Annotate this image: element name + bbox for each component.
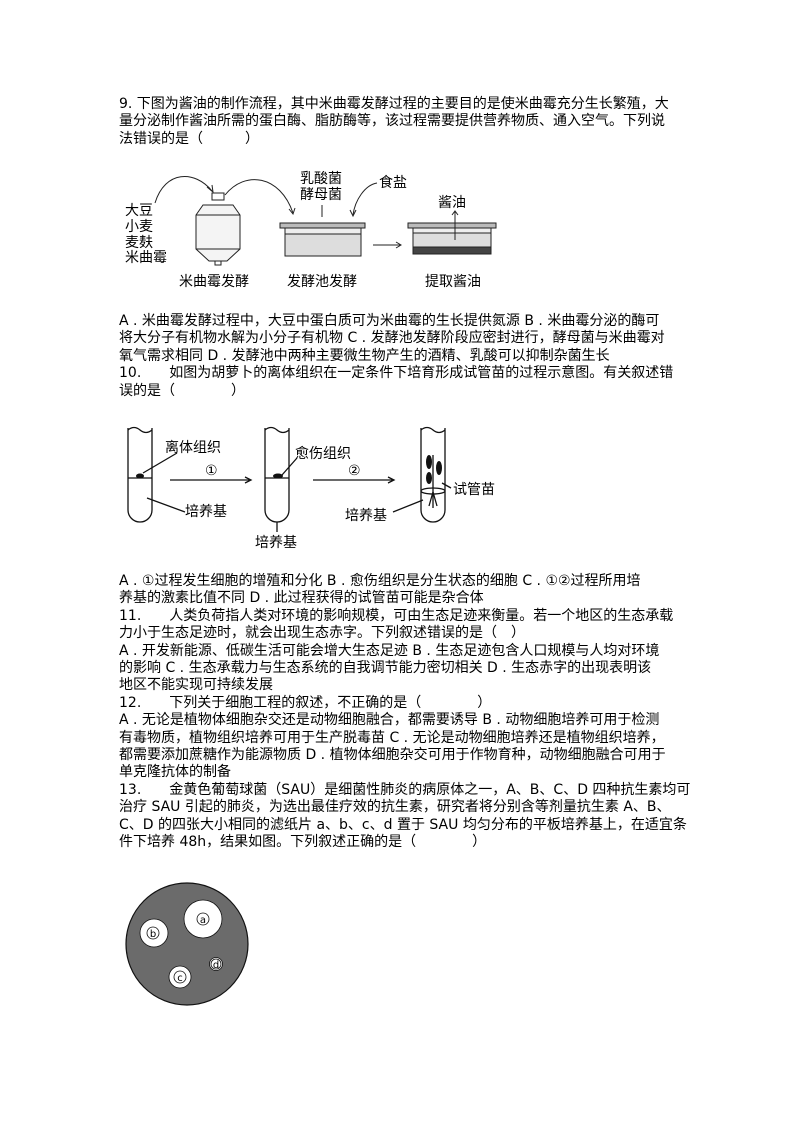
salt-label: 食盐	[379, 174, 407, 191]
question-10-stem: 10. 如图为胡萝卜的离体组织在一定条件下培育形成试管苗的过程示意图。有关叙述错	[119, 365, 674, 382]
question-12: 12. 下列关于细胞工程的叙述，不正确的是（ ）	[119, 694, 492, 711]
disc-d-label: d	[213, 960, 219, 971]
inhibition-zone-a	[183, 899, 223, 939]
callus-label: 愈伤组织	[295, 446, 351, 462]
soy-sauce-process-figure: 大豆 小麦 麦麸 米曲霉 乳酸菌 酵母菌 食盐 酱油 米曲霉发酵 发酵池发酵 提…	[125, 171, 497, 290]
question-9-stem: 9. 下图为酱油的制作流程，其中米曲霉发酵过程的主要目的是使米曲霉充分生长繁殖，…	[119, 96, 669, 147]
inhibition-zone-b	[139, 918, 169, 948]
medium-label: 培养基	[345, 507, 387, 524]
explant-label: 离体组织	[165, 439, 221, 456]
input-label: 米曲霉	[125, 250, 167, 266]
petri-plate-figure: a b c d	[125, 882, 249, 1006]
question-13: 13. 金黄色葡萄球菌（SAU）是细菌性肺炎的病原体之一，A、B、C、D 四种抗…	[119, 781, 691, 798]
questions-10-13-text: A . ①过程发生细胞的增殖和分化 B . 愈伤组织是分生状态的细胞 C . ①…	[119, 573, 699, 852]
question-10-options: A . ①过程发生细胞的增殖和分化 B . 愈伤组织是分生状态的细胞 C . ①…	[119, 573, 641, 589]
plantlet-label: 试管苗	[453, 482, 495, 498]
plate	[125, 882, 249, 1006]
input-label: 小麦	[125, 219, 153, 235]
microbe-label: 乳酸菌	[300, 171, 342, 187]
step-2-label: ②	[348, 463, 361, 479]
medium-label: 培养基	[255, 534, 297, 551]
stage-label: 提取酱油	[425, 274, 481, 290]
product-label: 酱油	[438, 195, 466, 211]
question-9-options: A . 米曲霉发酵过程中，大豆中蛋白质可为米曲霉的生长提供氮源 B . 米曲霉分…	[119, 313, 699, 400]
input-label: 麦麸	[125, 235, 153, 251]
disc-a-label: a	[200, 915, 206, 926]
stage-label: 发酵池发酵	[287, 274, 357, 290]
step-1-label: ①	[205, 463, 218, 479]
tissue-culture-figure: 离体组织 ① 培养基 愈伤组织 ② 培养基 试管苗 培养基	[127, 426, 495, 551]
input-label: 大豆	[125, 203, 153, 219]
inhibition-zone-c	[168, 965, 192, 989]
medium-label: 培养基	[185, 503, 227, 520]
inhibition-zone-d	[209, 957, 223, 971]
question-11: 11. 人类负荷指人类对环境的影响规模，可由生态足迹来衡量。若一个地区的生态承载	[119, 607, 674, 624]
disc-c-label: c	[177, 973, 183, 984]
microbe-label: 酵母菌	[300, 187, 342, 203]
disc-b-label: b	[150, 929, 156, 940]
stage-label: 米曲霉发酵	[179, 274, 249, 290]
